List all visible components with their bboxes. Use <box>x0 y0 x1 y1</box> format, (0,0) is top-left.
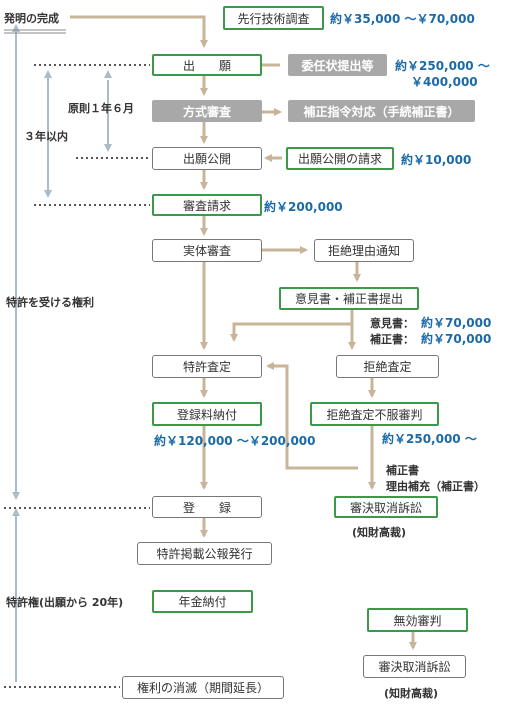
prior-search-cost: 約￥35,000 〜￥70,000 <box>330 12 475 26</box>
registration-node: 登 録 <box>152 496 262 518</box>
appeal-note-1: 補正書 <box>386 464 419 477</box>
power-of-attorney-node: 委任状提出等 <box>288 54 387 76</box>
exam-request-node: 審査請求 <box>152 194 262 216</box>
suit-node-1: 審決取消訴訟 <box>334 496 438 518</box>
filing-node: 出 願 <box>152 54 262 76</box>
patent-right-label: 特許権(出願から 20年) <box>6 596 124 609</box>
opinion-cost: 約￥70,000 <box>421 316 492 330</box>
rejection-notice-node: 拒絶理由通知 <box>314 239 414 262</box>
formality-exam-node: 方式審査 <box>152 100 262 122</box>
appeal-cost: 約￥250,000 〜 <box>382 432 477 446</box>
power-of-attorney-cost-2: ￥400,000 <box>411 75 478 89</box>
registration-fee-cost: 約￥120,000 〜￥200,000 <box>154 434 316 448</box>
invention-complete-label: 発明の完成 <box>4 12 59 25</box>
suit-node-2: 審決取消訴訟 <box>363 655 466 678</box>
amend-cost: 約￥70,000 <box>421 332 492 346</box>
opinion-label: 意見書： <box>370 317 414 330</box>
appeal-node: 拒絶査定不服審判 <box>310 402 439 426</box>
amend-label: 補正書： <box>370 333 414 346</box>
invalidation-node: 無効審判 <box>367 608 468 632</box>
appeal-note-2: 理由補充（補正書） <box>386 480 485 493</box>
prior-search-node: 先行技術調査 <box>223 6 324 30</box>
exam-request-cost: 約￥200,000 <box>264 200 343 214</box>
publication-node: 出願公開 <box>152 147 262 170</box>
allowance-node: 特許査定 <box>152 355 262 378</box>
publication-request-node: 出願公開の請求 <box>286 147 394 170</box>
substantive-exam-node: 実体審査 <box>152 239 262 262</box>
principle-period-label: 原則１年６月 <box>68 102 134 115</box>
ip-court-label-1: (知財高裁) <box>352 526 407 539</box>
correction-order-node: 補正指令対応（手続補正書） <box>288 100 475 122</box>
power-of-attorney-cost-1: 約￥250,000 〜 <box>395 59 490 73</box>
right-to-patent-label: 特許を受ける権利 <box>6 296 94 309</box>
annual-fee-node: 年金納付 <box>152 590 253 613</box>
opinion-amendment-node: 意見書・補正書提出 <box>279 287 419 310</box>
within-3-years-label: ３年以内 <box>24 130 68 143</box>
ip-court-label-2: (知財高裁) <box>384 687 439 700</box>
registration-fee-node: 登録料納付 <box>152 402 262 426</box>
rejection-node: 拒絶査定 <box>336 355 439 378</box>
extinction-node: 権利の消滅（期間延長） <box>122 676 284 699</box>
gazette-node: 特許掲載公報発行 <box>137 542 272 565</box>
publication-request-cost: 約￥10,000 <box>401 153 472 167</box>
